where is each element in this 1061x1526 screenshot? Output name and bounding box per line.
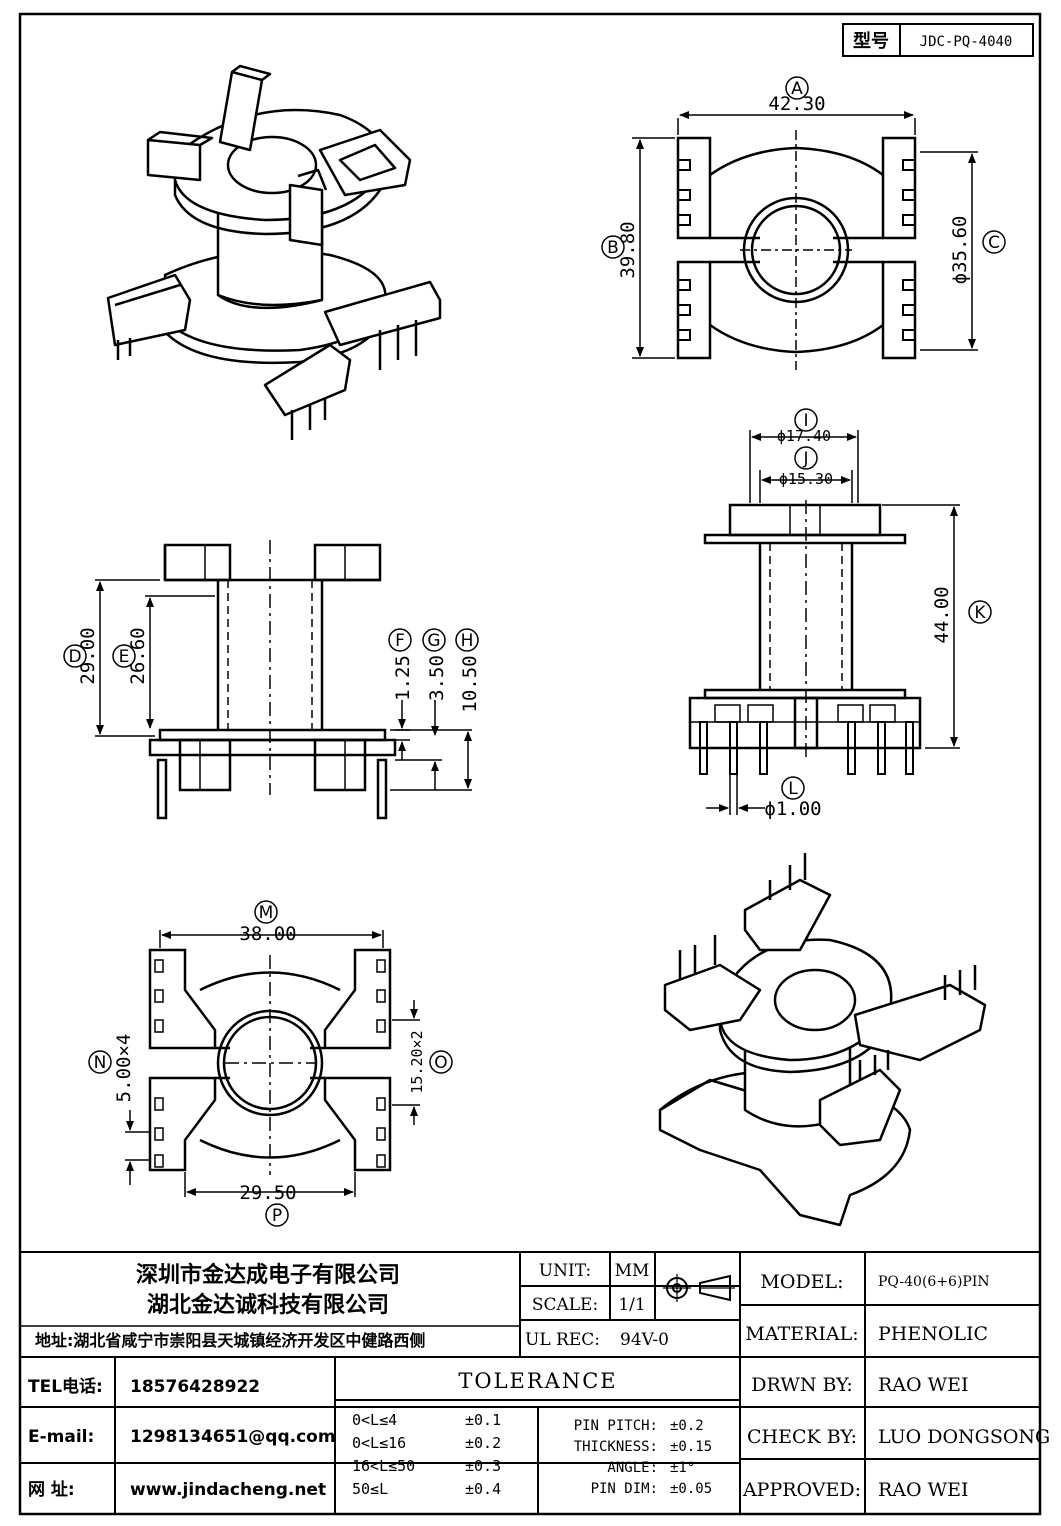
label-N: N	[94, 1053, 107, 1073]
tol-value-1: ±0.1	[465, 1411, 501, 1429]
label-O: O	[434, 1053, 447, 1073]
dim-K-value: 44.00	[931, 586, 953, 643]
scale-value: 1/1	[618, 1295, 645, 1315]
dim-D-value: 29.00	[77, 627, 99, 684]
sheet-border	[18, 12, 1042, 1516]
label-C: C	[988, 233, 1000, 253]
type-box: 型号 JDC-PQ-4040	[842, 23, 1034, 57]
label-F: F	[395, 631, 405, 651]
isometric-view-top	[106, 64, 442, 440]
tel-value: 18576428922	[130, 1377, 260, 1397]
tol-value-3: ±0.3	[465, 1457, 501, 1475]
title-block	[20, 1251, 1040, 1514]
dim-O-value: 15.20×2	[408, 1030, 426, 1093]
pin-dim-label: PIN DIM:	[591, 1481, 658, 1497]
dim-G-value: 3.50	[426, 655, 448, 701]
model-label: MODEL:	[760, 1271, 843, 1293]
material-label: MATERIAL:	[745, 1323, 858, 1345]
side-view-labels: I ϕ17.40 J ϕ15.30 K 44.00 L ϕ1.00	[764, 408, 992, 820]
label-H: H	[461, 631, 474, 651]
ulrec-label: UL REC:	[525, 1330, 600, 1350]
dim-A-value: 42.30	[768, 93, 825, 115]
label-K: K	[974, 603, 986, 623]
tol-range-1: 0<L≤4	[352, 1411, 397, 1429]
label-D: D	[68, 647, 81, 667]
isometric-view-bottom	[658, 853, 987, 1227]
bottom-view-labels: M 38.00 N 5.00×4 O 15.20×2 29.50 P	[88, 900, 453, 1227]
label-E: E	[119, 647, 130, 667]
dim-M-value: 38.00	[239, 923, 296, 945]
label-I: I	[803, 411, 808, 431]
dim-F-value: 1.25	[392, 655, 414, 701]
drawn-by-value: RAO WEI	[878, 1374, 969, 1396]
label-L: L	[788, 779, 798, 799]
model-value: PQ-40(6+6)PIN	[878, 1274, 990, 1290]
company-name-2: 湖北金达诚科技有限公司	[147, 1292, 389, 1318]
check-by-value: LUO DONGSONG	[878, 1426, 1050, 1448]
bottom-view	[125, 930, 420, 1197]
thickness-label: THICKNESS:	[574, 1439, 658, 1455]
thickness-value: ±0.15	[670, 1439, 712, 1455]
unit-value: MM	[615, 1261, 650, 1281]
check-by-label: CHECK BY:	[747, 1426, 857, 1448]
label-G: G	[427, 631, 440, 651]
title-block-text: 深圳市金达成电子有限公司 湖北金达诚科技有限公司 地址:湖北省咸宁市崇阳县天城镇…	[28, 1261, 1050, 1501]
tol-value-4: ±0.4	[465, 1480, 501, 1498]
dim-P-value: 29.50	[239, 1182, 296, 1204]
dim-H-value: 10.50	[459, 655, 481, 712]
email-label: E-mail:	[28, 1427, 94, 1447]
web-label: 网 址:	[28, 1480, 75, 1500]
tel-label: TEL电话:	[28, 1376, 103, 1397]
dim-B-value: 39.80	[617, 221, 639, 278]
drawn-by-label: DRWN BY:	[751, 1374, 853, 1396]
label-J: J	[802, 449, 808, 469]
angle-value: ±1°	[670, 1460, 695, 1476]
angle-label: ANGLE:	[607, 1460, 658, 1476]
dim-C-value: ϕ35.60	[949, 216, 971, 285]
dim-E-value: 26.60	[127, 627, 149, 684]
pin-pitch-label: PIN PITCH:	[574, 1418, 658, 1434]
front-view-labels: D 29.00 E 26.60 F 1.25 G 3.50 H 10.50	[63, 627, 481, 713]
pin-dim-value: ±0.05	[670, 1481, 712, 1497]
company-address: 地址:湖北省咸宁市崇阳县天城镇经济开发区中健路西侧	[35, 1331, 425, 1350]
tol-range-3: 16<L≤50	[352, 1457, 415, 1475]
pin-pitch-value: ±0.2	[670, 1418, 704, 1434]
scale-label: SCALE:	[532, 1295, 598, 1315]
dim-J-value: ϕ15.30	[779, 470, 833, 488]
tol-value-2: ±0.2	[465, 1434, 501, 1452]
company-name-1: 深圳市金达成电子有限公司	[136, 1262, 400, 1288]
tolerance-title: TOLERANCE	[458, 1369, 617, 1393]
web-value: www.jindacheng.net	[130, 1480, 326, 1500]
dim-L-value: ϕ1.00	[764, 798, 821, 820]
label-B: B	[607, 238, 619, 258]
top-view-labels: A 42.30 B 39.80 C ϕ35.60	[601, 76, 1006, 285]
type-value: JDC-PQ-4040	[920, 34, 1013, 50]
tol-range-4: 50≤L	[352, 1480, 388, 1498]
label-P: P	[272, 1206, 282, 1226]
label-M: M	[259, 903, 274, 923]
side-view	[688, 430, 960, 815]
dim-I-value: ϕ17.40	[777, 427, 831, 445]
front-view	[95, 540, 472, 820]
unit-label: UNIT:	[539, 1261, 591, 1281]
label-A: A	[791, 79, 803, 99]
approved-value: RAO WEI	[878, 1479, 969, 1501]
ulrec-value: 94V-0	[620, 1330, 669, 1350]
tol-range-2: 0<L≤16	[352, 1434, 406, 1452]
dim-N-value: 5.00×4	[113, 1034, 135, 1103]
material-value: PHENOLIC	[878, 1323, 988, 1345]
top-view	[632, 111, 978, 370]
approved-label: APPROVED:	[742, 1479, 861, 1501]
email-value: 1298134651@qq.com	[130, 1427, 336, 1447]
type-label: 型号	[853, 30, 889, 52]
